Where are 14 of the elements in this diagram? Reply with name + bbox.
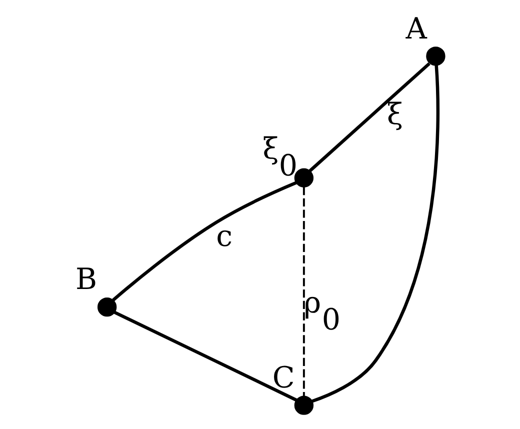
- connector: [114, 310, 298, 402]
- connector: [312, 65, 440, 403]
- node-circle: [294, 168, 314, 188]
- connector: [112, 181, 298, 302]
- node-circle: [294, 396, 314, 415]
- node-circle: [426, 46, 446, 66]
- node-label: B: [76, 262, 98, 296]
- node-label: C: [272, 360, 295, 394]
- connector: [308, 62, 430, 172]
- edge-label: ξ: [386, 97, 404, 132]
- node-circle: [97, 297, 117, 317]
- connector: [302, 186, 305, 396]
- edge-label: c: [216, 218, 232, 253]
- node-label: A: [406, 11, 427, 46]
